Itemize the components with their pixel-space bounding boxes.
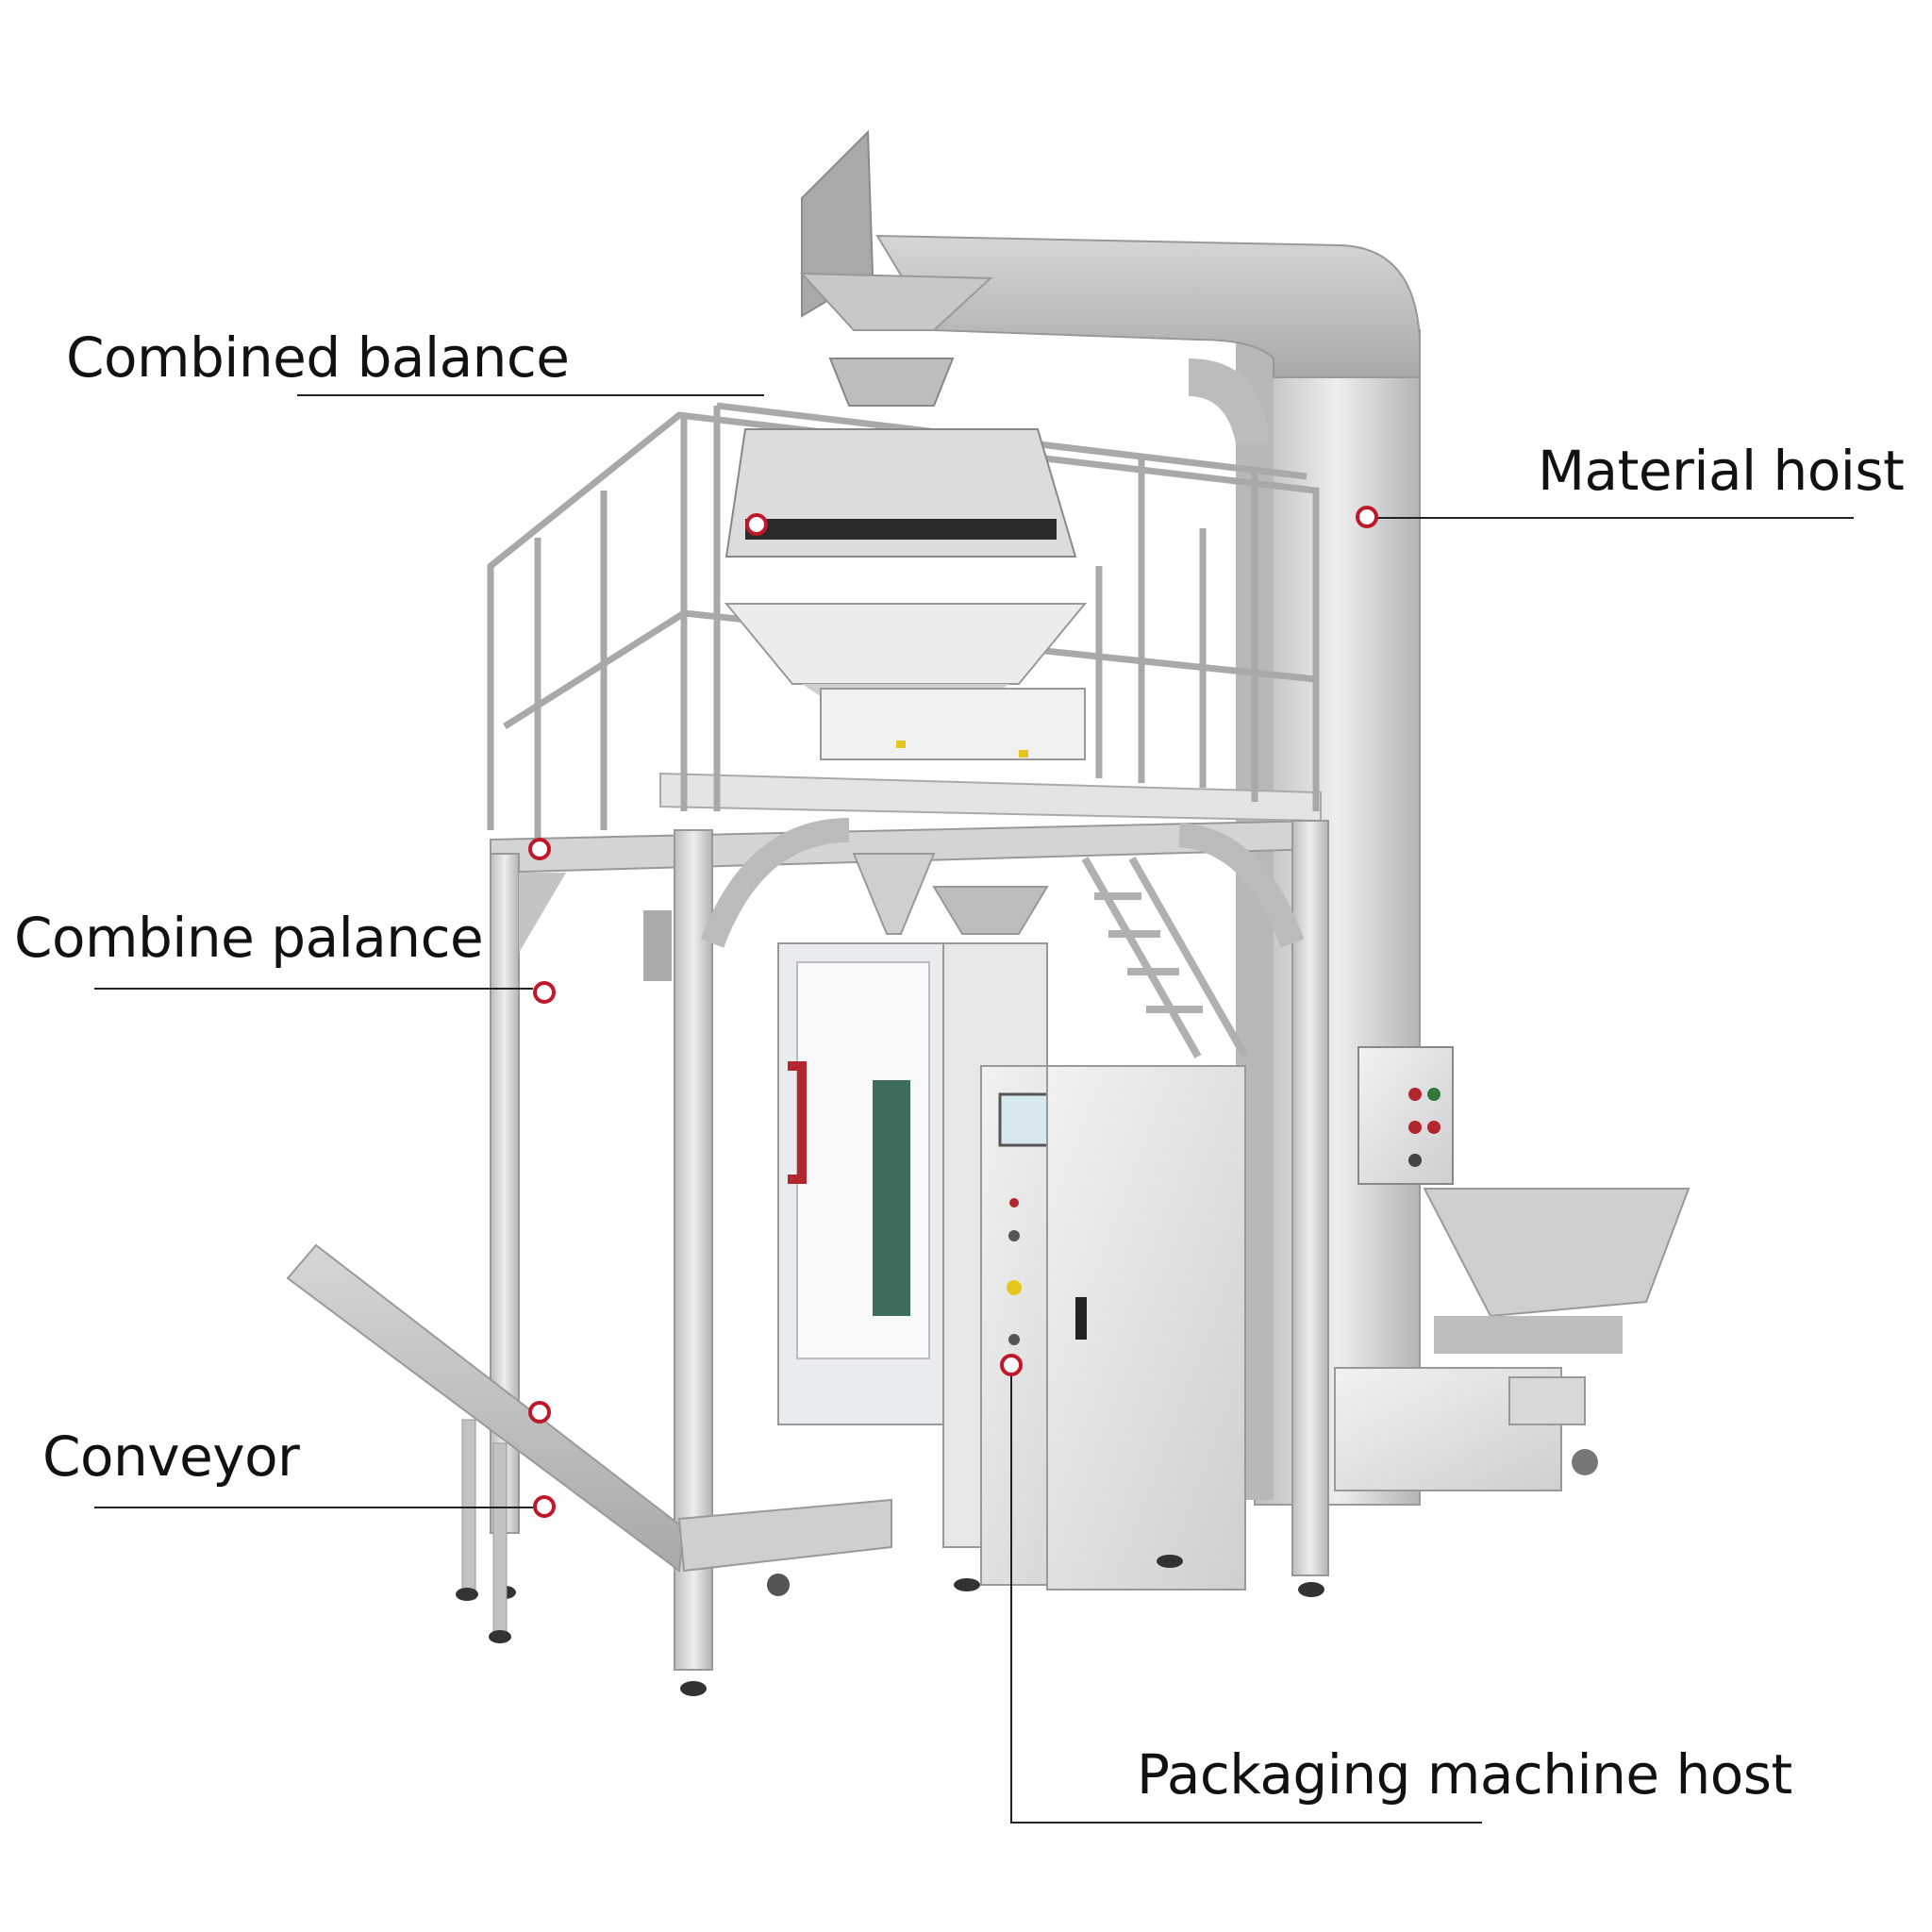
combined-balance-weigher	[724, 358, 1088, 935]
leader-line-combined-balance	[297, 394, 764, 396]
conveyor	[286, 1243, 892, 1643]
leader-line-combine-palance	[94, 988, 533, 990]
label-combined-balance: Combined balance	[66, 325, 570, 390]
marker-combine-palance-lower	[533, 981, 556, 1004]
packaging-machine-host	[777, 942, 1246, 1591]
label-combine-palance: Combine palance	[14, 906, 484, 970]
marker-packaging-machine-host	[1000, 1354, 1023, 1376]
label-packaging-machine-host: Packaging machine host	[1137, 1742, 1792, 1807]
marker-conveyor-upper	[528, 1401, 551, 1424]
leader-line-conveyor	[94, 1507, 533, 1508]
leader-line-packaging-machine-host	[1010, 1822, 1482, 1824]
leader-line-material-hoist	[1377, 517, 1854, 519]
label-material-hoist: Material hoist	[1538, 439, 1905, 503]
marker-material-hoist	[1356, 506, 1378, 528]
label-conveyor: Conveyor	[42, 1424, 300, 1489]
marker-combined-balance	[745, 513, 768, 536]
marker-conveyor-lower	[533, 1495, 556, 1518]
leader-line-packaging-machine-host-vertical	[1010, 1375, 1012, 1824]
marker-combine-palance-upper	[528, 838, 551, 860]
